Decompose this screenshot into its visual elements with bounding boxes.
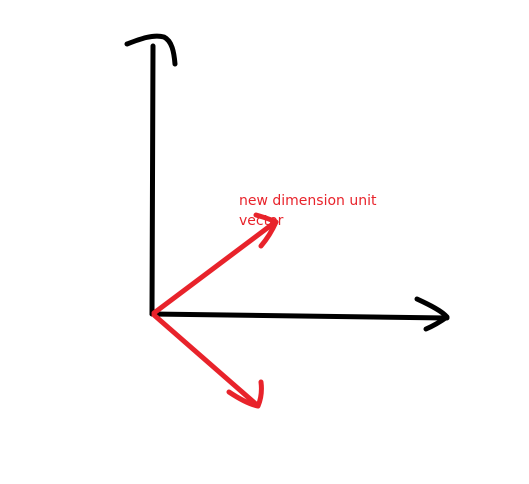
vertical-axis <box>149 43 156 317</box>
annotation-line-1: new dimension unit <box>239 193 377 209</box>
vector-annotation: new dimension unit vector <box>239 191 399 231</box>
annotation-line-2: vector <box>239 213 284 229</box>
upper-unit-vector <box>151 220 277 316</box>
lower-unit-vector-arrowhead <box>226 379 264 409</box>
horizontal-axis-arrowhead <box>414 296 450 332</box>
lower-unit-vector <box>151 312 260 408</box>
upper-unit-vector-arrowhead <box>253 212 279 249</box>
vertical-axis-arrowhead <box>124 33 178 67</box>
horizontal-axis <box>149 311 450 321</box>
